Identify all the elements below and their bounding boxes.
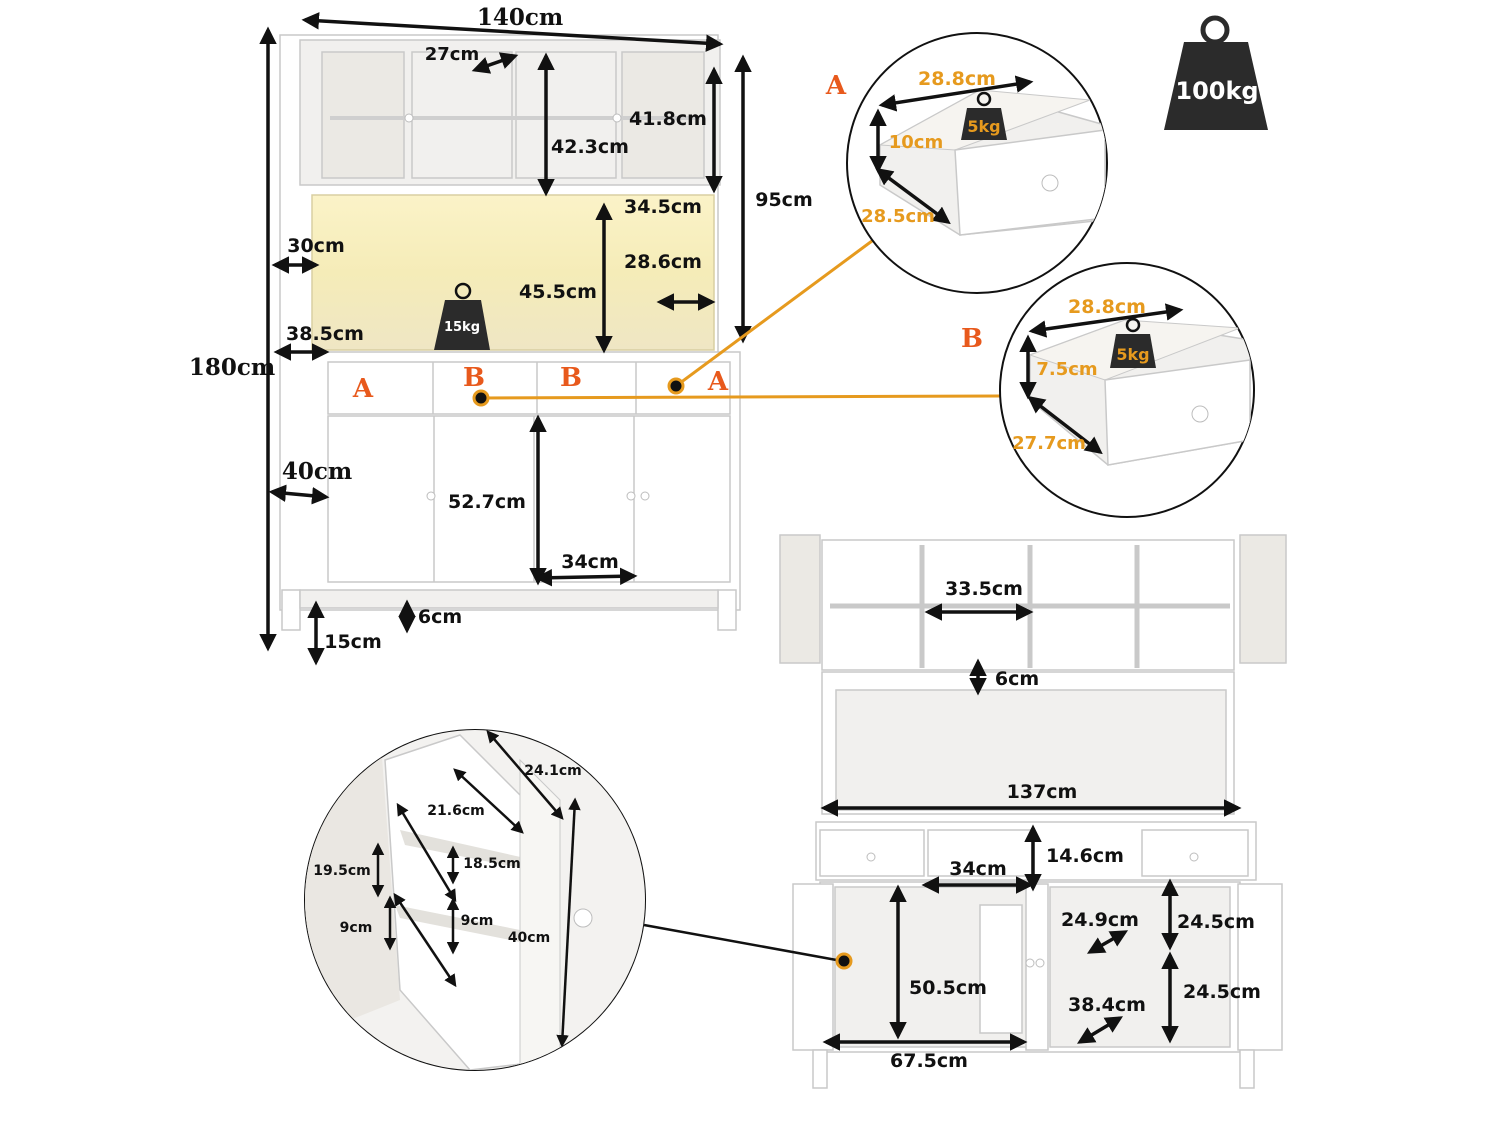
open-door-center-left (979, 904, 1023, 1034)
glass-depth-label: 34.5cm (624, 196, 702, 218)
shelf-height-top-label: 42.3cm (551, 136, 629, 158)
drawer-label-4: A (707, 367, 729, 397)
inner-shelf-height-label: 18.5cm (463, 856, 520, 872)
left-shelf-height-label: 19.5cm (313, 863, 370, 879)
open-shelf-gap-label: 6cm (995, 668, 1039, 690)
knob-icon (640, 491, 650, 501)
leg-height-label: 15cm (324, 631, 382, 653)
front-view-dimensions (259, 12, 752, 666)
counter-load-label: 15kg (444, 320, 480, 335)
door-detail: 24.1cm 21.6cm 19.5cm 18.5cm 9cm 9cm 40cm (304, 729, 646, 1071)
drawer-b-height-label: 7.5cm (1036, 359, 1097, 380)
weight-icon: 5kg (1110, 317, 1156, 368)
drawer-b-width-label: 28.8cm (1068, 296, 1146, 318)
callout-line-a (675, 236, 877, 388)
drawer-b-depth-label: 27.7cm (1012, 433, 1086, 454)
cabinet-doors (327, 415, 731, 583)
cabinet-inner-width-label: 34cm (561, 551, 619, 573)
bottom-gap-label: 6cm (418, 606, 462, 628)
weight-icon: 15kg (434, 282, 490, 350)
open-inner-width-label: 137cm (1007, 781, 1078, 803)
open-drawer-height-label: 14.6cm (1046, 845, 1124, 867)
drawer-label-1: A (352, 374, 374, 404)
hutch-depth-label: 30cm (287, 235, 345, 257)
open-door-lower-height-label: 24.5cm (1183, 981, 1261, 1003)
weight-icon: 5kg (961, 91, 1007, 140)
overall-depth-label: 40cm (282, 458, 352, 485)
callout-line-b (480, 394, 1001, 400)
open-view-cabinet (779, 534, 1287, 1089)
drawer-a-load-label: 5kg (967, 117, 1000, 136)
drawer-b-load-label: 5kg (1116, 345, 1149, 364)
callout-dot-door (835, 952, 853, 970)
knob-icon (626, 491, 636, 501)
callout-line-door (643, 923, 843, 963)
rack-width-label: 21.6cm (427, 803, 484, 819)
knob-icon (426, 491, 436, 501)
drawer-label-2: B (463, 363, 485, 393)
open-door-upper-height-label: 24.5cm (1177, 911, 1255, 933)
open-door-right (1237, 883, 1283, 1051)
capacity-label: 100kg (1175, 77, 1258, 105)
left-lower-height-label: 9cm (340, 920, 373, 936)
callout-dot-b (472, 389, 490, 407)
overall-width-label: 140cm (477, 4, 563, 31)
cabinet-door-height-label: 52.7cm (448, 491, 526, 513)
glass-door-height-label: 41.8cm (629, 108, 707, 130)
glass-door-right (621, 51, 705, 179)
door-depth-label: 24.1cm (524, 763, 581, 779)
leg-left (281, 589, 301, 631)
drawer-a-width-label: 28.8cm (918, 68, 996, 90)
hutch-height-label: 95cm (755, 189, 813, 211)
shelf-width-top-label: 27cm (425, 44, 479, 65)
drawer-row (327, 361, 731, 415)
drawer-b-letter: B (961, 324, 983, 354)
inner-lower-height-label: 9cm (461, 913, 494, 929)
open-view-dimensions (820, 603, 1242, 1051)
drawer-a-height-label: 10cm (889, 132, 943, 153)
counter-depth-label: 38.5cm (286, 323, 364, 345)
door-height-label: 40cm (508, 930, 550, 946)
open-cabinet-depth-label: 38.4cm (1068, 994, 1146, 1016)
open-glass-door-left (779, 534, 821, 664)
drawer-label-3: B (560, 363, 582, 393)
led-open-shelf (311, 194, 715, 351)
weight-icon: 100kg (1164, 15, 1268, 130)
drawer-a-letter: A (825, 71, 847, 101)
drawer-a-detail: A 28.8cm 10cm 28.5cm 5kg (825, 32, 1108, 294)
leg-right (717, 589, 737, 631)
open-cabinet-width-label: 67.5cm (890, 1050, 968, 1072)
glass-door-left (321, 51, 405, 179)
open-cubby-width-label: 33.5cm (945, 578, 1023, 600)
open-cabinet-height-label: 50.5cm (909, 977, 987, 999)
overall-height-label: 180cm (189, 354, 275, 381)
open-door-rack-width-label: 24.9cm (1061, 909, 1139, 931)
open-area-height-label: 45.5cm (519, 281, 597, 303)
drawer-a-depth-label: 28.5cm (861, 206, 935, 227)
drawer-b-detail: B 28.8cm 7.5cm 27.7cm 5kg (961, 262, 1255, 518)
open-cubby-left (411, 51, 513, 179)
open-cubby-right (515, 51, 617, 179)
open-door-left (792, 883, 834, 1051)
open-glass-door-right (1239, 534, 1287, 664)
callout-dot-a (667, 377, 685, 395)
open-area-depth-label: 28.6cm (624, 251, 702, 273)
open-drawer-width-label: 34cm (949, 858, 1007, 880)
